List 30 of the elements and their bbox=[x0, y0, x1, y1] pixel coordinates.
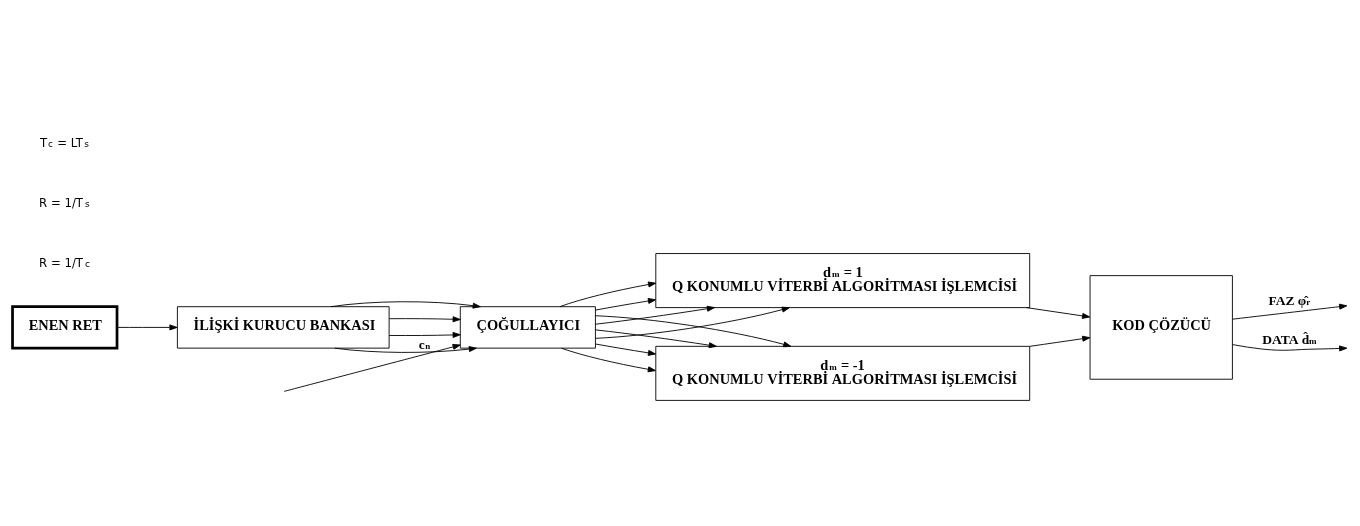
arrow bbox=[388, 316, 461, 323]
edge-label: FAZ φ̂r bbox=[1268, 292, 1311, 308]
arrow bbox=[388, 332, 461, 338]
edge-label: cn bbox=[418, 337, 431, 353]
label: Tc = LTs bbox=[40, 135, 89, 150]
node-box: ENEN RET bbox=[11, 305, 119, 350]
edge-label: DATA d̂m bbox=[1262, 331, 1317, 347]
arrow bbox=[116, 324, 178, 331]
node-box: dm = 1 Q KONUMLU VİTERBİ ALGORİTMASI İŞLEMCİSİ bbox=[655, 253, 1031, 309]
arrow bbox=[559, 281, 657, 308]
arrow bbox=[334, 346, 477, 353]
arrow bbox=[1029, 335, 1091, 347]
arrow bbox=[1026, 307, 1091, 319]
arrow bbox=[1232, 303, 1348, 320]
arrow bbox=[595, 329, 717, 349]
node-box: ÇOĞULLAYICI bbox=[459, 306, 596, 349]
node-box: İLİŞKİ KURUCU BANKASI bbox=[176, 306, 390, 349]
arrow bbox=[595, 343, 657, 356]
arrow bbox=[595, 305, 715, 325]
label: R = 1/Tc bbox=[39, 256, 90, 271]
node-box: KOD ÇÖZÜCÜ bbox=[1089, 275, 1233, 380]
arrow bbox=[1232, 344, 1348, 352]
arrow bbox=[560, 347, 656, 373]
arrow bbox=[330, 301, 481, 309]
arrow bbox=[595, 306, 790, 339]
arrow bbox=[283, 343, 461, 392]
label: R = 1/Ts bbox=[39, 196, 90, 211]
arrow bbox=[595, 315, 792, 348]
node-box: dm = -1 Q KONUMLU VİTERBİ ALGORİTMASI İŞLEMCİSİ bbox=[655, 345, 1031, 401]
arrow bbox=[595, 298, 657, 311]
